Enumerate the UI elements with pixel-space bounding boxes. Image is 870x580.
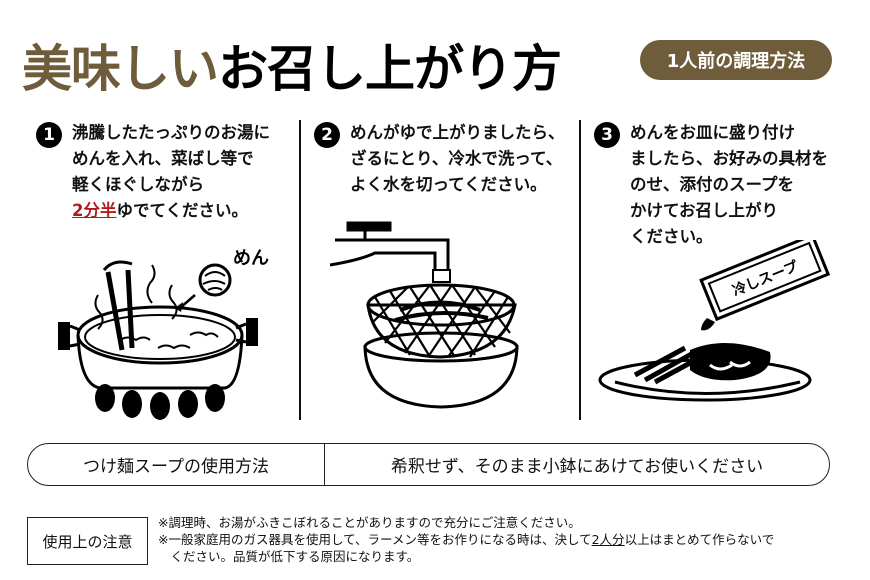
step-3: 3 めんをお皿に盛り付け ましたら、お好みの具材を のせ、添付のスープを かけて… — [594, 120, 864, 420]
noodle-label: めん — [233, 248, 269, 269]
step-1: 1 沸騰したたっぷりのお湯に めんを入れ、菜ばし等で 軽くほぐしながら 2分半ゆ… — [36, 120, 296, 420]
faucet-colander-illustration — [330, 221, 519, 409]
step-line: ください。 — [630, 227, 713, 246]
step-line: めんをお皿に盛り付け — [630, 123, 795, 142]
step-text: めんがゆで上がりましたら、 ざるにとり、冷水で洗って、 よく水を切ってください。 — [350, 120, 565, 198]
step-number: 3 — [594, 122, 620, 148]
caution-text: 以上はまとめて作らないで — [624, 532, 775, 547]
caution-text: ※一般家庭用のガス器具を使用して、ラーメン等をお作りになる時は、決して — [158, 532, 592, 547]
step-number: 1 — [36, 122, 62, 148]
step-line: ゆでてください。 — [116, 201, 248, 220]
step-line: よく水を切ってください。 — [350, 175, 547, 194]
caution-notes: ※調理時、お湯がふきこぼれることがありますので充分にご注意ください。 ※一般家庭… — [158, 514, 774, 565]
title-part-2: お召し上がり方 — [218, 39, 562, 98]
pot-boiling-illustration: めん — [58, 248, 269, 420]
page-title: 美味しいお召し上がり方 — [22, 30, 562, 98]
caution-line: ください。品質が低下する原因になります。 — [158, 549, 420, 564]
serving-limit-highlight: 2人分 — [591, 532, 625, 547]
step-line: 沸騰したたっぷりのお湯に — [72, 123, 270, 142]
step-line: めんを入れ、菜ばし等で — [72, 149, 254, 168]
soup-packet-plate-illustration: 冷しスープ — [598, 240, 831, 402]
step-line: 軽くほぐしながら — [72, 175, 204, 194]
step-line: めんがゆで上がりましたら、 — [350, 123, 565, 142]
step-text: 沸騰したたっぷりのお湯に めんを入れ、菜ばし等で 軽くほぐしながら 2分半ゆでて… — [72, 120, 270, 224]
soup-usage-value: 希釈せず、そのまま小鉢にあけてお使いください — [390, 457, 764, 477]
step-divider — [299, 120, 301, 420]
step-line: ざるにとり、冷水で洗って、 — [350, 149, 563, 168]
step-2: 2 めんがゆで上がりましたら、 ざるにとり、冷水で洗って、 よく水を切ってくださ… — [314, 120, 574, 420]
caution-label: 使用上の注意 — [27, 517, 148, 565]
step-divider — [579, 120, 581, 420]
boil-time-highlight: 2分半 — [72, 201, 117, 220]
soup-usage-label: つけ麺スープの使用方法 — [28, 444, 325, 485]
step-line: のせ、添付のスープを — [630, 175, 795, 194]
soup-usage-row: つけ麺スープの使用方法 希釈せず、そのまま小鉢にあけてお使いください — [27, 443, 830, 486]
step-line: ましたら、お好みの具材を — [630, 149, 828, 168]
step-number: 2 — [314, 122, 340, 148]
title-part-1: 美味しい — [22, 39, 219, 98]
step-text: めんをお皿に盛り付け ましたら、お好みの具材を のせ、添付のスープを かけてお召… — [630, 120, 828, 250]
caution-line: ※一般家庭用のガス器具を使用して、ラーメン等をお作りになる時は、決して2人分以上… — [158, 531, 774, 548]
step-line: かけてお召し上がり — [630, 201, 779, 220]
serving-badge: 1人前の調理方法 — [640, 40, 832, 80]
caution-line: ※調理時、お湯がふきこぼれることがありますので充分にご注意ください。 — [158, 515, 581, 530]
